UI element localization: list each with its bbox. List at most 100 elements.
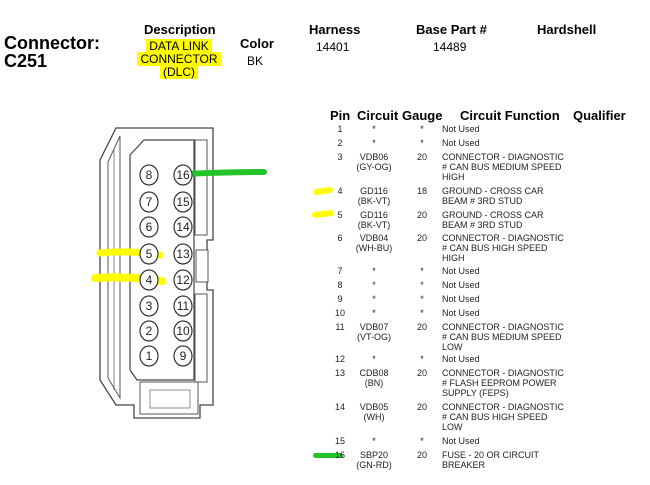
lower-key-tab <box>194 293 208 383</box>
circuit-cell: * <box>372 354 376 364</box>
pin-cavity <box>129 139 195 381</box>
connector-outer-housing <box>99 127 214 419</box>
gauge-cell: * <box>420 266 424 276</box>
connector-pin-3: 3 <box>139 295 159 317</box>
connector-pin-12: 12 <box>173 269 193 291</box>
pin-socket <box>139 243 159 265</box>
circuit-function-cell: CONNECTOR - DIAGNOSTIC # FLASH EEPROM PO… <box>442 368 564 398</box>
pin-number: 13 <box>176 247 190 261</box>
circuit-function-cell: Not Used <box>442 308 480 318</box>
connector-pin-10: 10 <box>173 320 193 342</box>
pin-number: 5 <box>146 247 153 261</box>
pin-socket <box>139 191 159 213</box>
gauge-cell: 20 <box>416 450 427 460</box>
col-header-circuit: Circuit <box>357 108 399 123</box>
circuit-function-cell: GROUND - CROSS CAR BEAM # 3RD STUD <box>442 210 544 230</box>
pin-number: 8 <box>146 168 153 182</box>
pin-socket <box>173 216 193 238</box>
pin-group: 8 7 6 5 4 3 2 1 16 15 14 13 12 11 10 9 <box>139 164 193 367</box>
pin-socket <box>139 320 159 342</box>
pin-cell: 1 <box>337 124 343 134</box>
circuit-cell: * <box>372 294 376 304</box>
pin-number: 12 <box>176 273 190 287</box>
pin-cell: 2 <box>337 138 343 148</box>
pin-socket <box>173 269 193 291</box>
pin-socket <box>173 345 193 367</box>
pin-number: 4 <box>146 273 153 287</box>
circuit-cell: * <box>372 308 376 318</box>
bottom-latch <box>139 381 199 415</box>
col-header-qualifier: Qualifier <box>573 108 626 123</box>
pin-number: 15 <box>176 195 190 209</box>
circuit-cell: GD116 (BK-VT) <box>357 210 391 230</box>
connector-pin-11: 11 <box>173 295 193 317</box>
gauge-cell: 20 <box>416 233 427 243</box>
pin-cell: 15 <box>334 436 345 446</box>
pin-socket <box>173 243 193 265</box>
pin-number: 11 <box>177 299 190 313</box>
circuit-cell: VDB07 (VT-OG) <box>357 322 391 342</box>
pin-number: 2 <box>146 324 153 338</box>
circuit-function-cell: Not Used <box>442 138 480 148</box>
side-latch <box>195 249 209 283</box>
description-line-3: (DLC) <box>160 65 198 79</box>
gauge-cell: 20 <box>416 368 427 378</box>
circuit-cell: CDB08 (BN) <box>359 368 389 388</box>
connector-pin-5: 5 <box>139 243 159 265</box>
circuit-cell: VDB06 (GY-OG) <box>356 152 392 172</box>
pin-socket <box>173 320 193 342</box>
gauge-cell: 20 <box>416 152 427 162</box>
pin-cell: 10 <box>334 308 345 318</box>
description-line-1: DATA LINK <box>146 39 212 53</box>
circuit-cell: GD116 (BK-VT) <box>357 186 391 206</box>
circuit-cell: * <box>372 124 376 134</box>
color-value: BK <box>247 54 264 68</box>
circuit-cell: VDB04 (WH-BU) <box>355 233 393 253</box>
pin-socket <box>139 216 159 238</box>
harness-header: Harness <box>309 22 361 37</box>
pin-cell: 4 <box>337 186 343 196</box>
gauge-cell: * <box>420 280 424 290</box>
pin-cell: 7 <box>337 266 343 276</box>
pin-number: 10 <box>176 324 190 338</box>
pin-socket <box>139 269 159 291</box>
pin-number: 1 <box>146 349 153 363</box>
col-header-pin: Pin <box>330 108 351 123</box>
pin-cell: 6 <box>337 233 343 243</box>
pin-socket <box>173 191 193 213</box>
connector-pin-16: 16 <box>173 164 193 186</box>
circuit-function-cell: Not Used <box>442 354 480 364</box>
gauge-cell: * <box>420 354 424 364</box>
gauge-cell: * <box>420 138 424 148</box>
gauge-cell: * <box>420 308 424 318</box>
circuit-function-cell: CONNECTOR - DIAGNOSTIC # CAN BUS MEDIUM … <box>442 152 564 182</box>
pin-number: 7 <box>146 195 153 209</box>
connector-left-wall <box>107 135 121 400</box>
pin-cell: 5 <box>337 210 343 220</box>
pin-socket <box>173 164 193 186</box>
gauge-cell: * <box>420 124 424 134</box>
pin-cell: 16 <box>334 450 345 460</box>
pin-cell: 12 <box>334 354 345 364</box>
connector-pin-2: 2 <box>139 320 159 342</box>
connector-pin-9: 9 <box>173 345 193 367</box>
circuit-function-cell: CONNECTOR - DIAGNOSTIC # CAN BUS HIGH SP… <box>442 233 564 263</box>
col-header-gauge: Gauge <box>402 108 443 123</box>
gauge-cell: * <box>420 436 424 446</box>
pin-cell: 3 <box>337 152 343 162</box>
pin-cell: 9 <box>337 294 343 304</box>
pin-socket <box>173 295 193 317</box>
col-header-circuit-function: Circuit Function <box>460 108 560 123</box>
pin-cell: 8 <box>337 280 343 290</box>
green-highlight-pin16 <box>182 169 267 177</box>
description-header: Description <box>144 22 216 37</box>
gauge-cell: * <box>420 294 424 304</box>
gauge-cell: 18 <box>416 186 427 196</box>
pin-number: 14 <box>176 220 190 234</box>
connector-pin-14: 14 <box>173 216 193 238</box>
circuit-cell: VDB05 (WH) <box>359 402 389 422</box>
circuit-cell: * <box>372 138 376 148</box>
connector-label: Connector: <box>4 33 100 53</box>
connector-pin-6: 6 <box>139 216 159 238</box>
